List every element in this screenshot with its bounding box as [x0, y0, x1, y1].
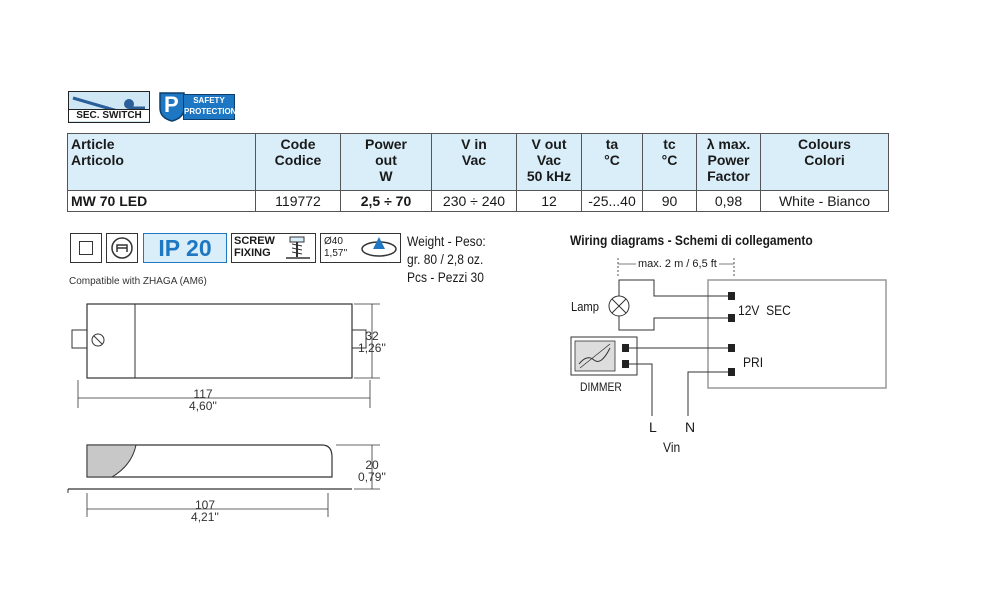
- l-label: L: [649, 419, 657, 435]
- pri-label: PRI: [743, 354, 764, 370]
- cell-colours: White - Bianco: [760, 190, 889, 212]
- cell-power-factor: 0,98: [696, 190, 761, 212]
- weight-value: gr. 80 / 2,8 oz.: [407, 251, 484, 267]
- wiring-diagram: [570, 258, 887, 416]
- ip-rating-label: IP 20: [158, 235, 212, 261]
- screw-icon: [286, 236, 310, 259]
- safety-protections-badge: P SAFETY PROTECTIONS: [157, 91, 242, 122]
- pieces-count: Pcs - Pezzi 30: [407, 269, 484, 285]
- shield-letter: P: [164, 92, 179, 117]
- dimmer-label: DIMMER: [580, 380, 622, 394]
- sec-switch-label: SEC. SWITCH: [69, 109, 149, 121]
- top-width-mm: 117: [193, 387, 213, 401]
- side-height-mm: 20: [365, 458, 379, 472]
- cell-power: 2,5 ÷ 70: [340, 190, 432, 212]
- sec-label: 12V SEC: [738, 302, 791, 318]
- screw-label-1: SCREW: [234, 235, 275, 247]
- cell-vout: 12: [516, 190, 582, 212]
- max-length-label: max. 2 m / 6,5 ft: [636, 258, 719, 270]
- col-tc: tc°C: [642, 133, 697, 191]
- top-height-mm: 32: [365, 329, 379, 343]
- spotlight-icon: [361, 237, 397, 257]
- safety-label-2: PROTECTIONS: [184, 107, 242, 116]
- diameter-in: 1,57'': [324, 248, 348, 259]
- vin-label: Vin: [663, 439, 681, 455]
- screw-fixing-badge: SCREW FIXING: [231, 233, 316, 263]
- safety-label-1: SAFETY: [193, 96, 225, 105]
- top-width-in: 4,60'': [189, 399, 217, 413]
- cell-article: MW 70 LED: [67, 190, 256, 212]
- ip-rating-badge: IP 20: [143, 233, 227, 263]
- wiring-title: Wiring diagrams - Schemi di collegamento: [570, 232, 813, 248]
- screw-label-2: FIXING: [234, 247, 271, 259]
- col-ta: ta°C: [581, 133, 643, 191]
- diameter-mm: Ø40: [324, 236, 343, 247]
- top-height-in: 1,26'': [358, 341, 386, 355]
- sec-switch-badge: SEC. SWITCH: [68, 91, 150, 123]
- cell-ta: -25...40: [581, 190, 643, 212]
- cell-tc: 90: [642, 190, 697, 212]
- hole-diameter-badge: Ø40 1,57'': [320, 233, 401, 263]
- cell-vin: 230 ÷ 240: [431, 190, 517, 212]
- side-height-in: 0,79'': [358, 470, 386, 484]
- side-view-drawing: [67, 444, 380, 517]
- double-insulation-icon: [70, 233, 102, 263]
- top-view-drawing: [71, 303, 380, 408]
- lamp-label: Lamp: [571, 299, 599, 314]
- table-row: MW 70 LED 119772 2,5 ÷ 70 230 ÷ 240 12 -…: [67, 190, 889, 212]
- thermal-protection-icon: [106, 233, 138, 263]
- cell-code: 119772: [255, 190, 341, 212]
- zhaga-compat-note: Compatible with ZHAGA (AM6): [69, 276, 207, 287]
- weight-title: Weight - Peso:: [407, 233, 486, 249]
- n-label: N: [685, 419, 696, 435]
- side-width-mm: 107: [194, 498, 216, 512]
- side-width-in: 4,21'': [191, 510, 219, 524]
